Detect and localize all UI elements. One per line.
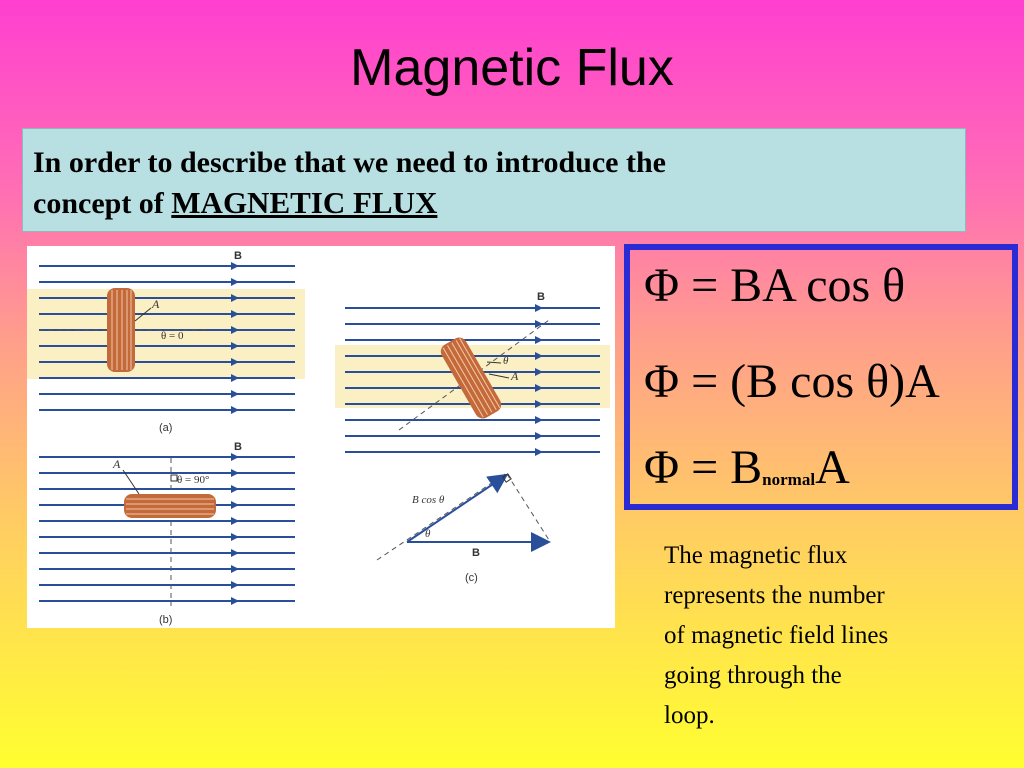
description-line: The magnetic flux (664, 542, 848, 569)
slide-title: Magnetic Flux (350, 39, 674, 97)
panel-b-area-label: A (112, 457, 121, 471)
panel-b: B A θ = 90° (b) (39, 441, 295, 626)
formula-3-main: Φ = B (644, 441, 763, 494)
panel-a-caption: (a) (159, 422, 172, 434)
panel-a-arrowheads (231, 262, 239, 414)
panel-a-area-label: A (151, 297, 160, 311)
panel-c: B θ A B cos θ θ B (c) (335, 291, 610, 584)
panel-c-area-label: A (510, 369, 519, 383)
panel-b-angle-label: θ = 90° (177, 474, 209, 486)
formula-1: Φ = BA cos θ (644, 259, 906, 312)
panel-a-highlight (27, 289, 305, 379)
flux-diagram-svg: B A θ = 0 (a) (27, 250, 610, 626)
panel-c-angle-label-coil: θ (503, 355, 509, 367)
formula-2: Φ = (B cos θ)A (644, 355, 940, 408)
panel-b-field-lines (39, 456, 295, 602)
intro-prefix: concept of (33, 187, 172, 220)
description-line: of magnetic field lines (664, 622, 889, 649)
description-line: represents the number (664, 582, 885, 609)
panel-b-coil (124, 494, 216, 518)
panel-c-coil (440, 337, 502, 419)
panel-b-arrowheads (231, 453, 239, 605)
formula-box: Φ = BA cos θ Φ = (B cos θ)A Φ = BnormalA (624, 244, 1018, 510)
formula-3-subscript: normal (762, 470, 816, 489)
intro-text-box: In order to describe that we need to int… (22, 128, 966, 232)
formula-3-end: A (815, 441, 850, 494)
panel-a-field-label: B (234, 250, 242, 262)
panel-c-caption: (c) (465, 572, 478, 584)
panel-a-field-lines (39, 265, 295, 411)
panel-a-coil (107, 288, 135, 372)
panel-c-field-label: B (537, 291, 545, 303)
flux-diagram-figure: B A θ = 0 (a) (27, 246, 615, 628)
panel-c-component-label: B cos θ (412, 494, 445, 506)
panel-b-caption: (b) (159, 614, 172, 626)
description-line: loop. (664, 702, 715, 729)
panel-b-field-label: B (234, 441, 242, 453)
panel-a-angle-label: θ = 0 (161, 330, 184, 342)
panel-c-vector-triangle (376, 473, 551, 561)
panel-c-arrowheads (535, 304, 543, 456)
description-line: going through the (664, 662, 842, 689)
description-text: The magnetic flux represents the number … (664, 536, 984, 736)
intro-line-2: concept of MAGNETIC FLUX (33, 183, 955, 224)
panel-c-vector-label: B (472, 547, 480, 559)
intro-line-1: In order to describe that we need to int… (33, 146, 666, 179)
panel-a: B A θ = 0 (a) (27, 250, 305, 434)
panel-c-triangle-angle-label: θ (425, 528, 431, 540)
intro-emphasis: MAGNETIC FLUX (171, 185, 438, 220)
formula-3: Φ = BnormalA (644, 440, 850, 495)
